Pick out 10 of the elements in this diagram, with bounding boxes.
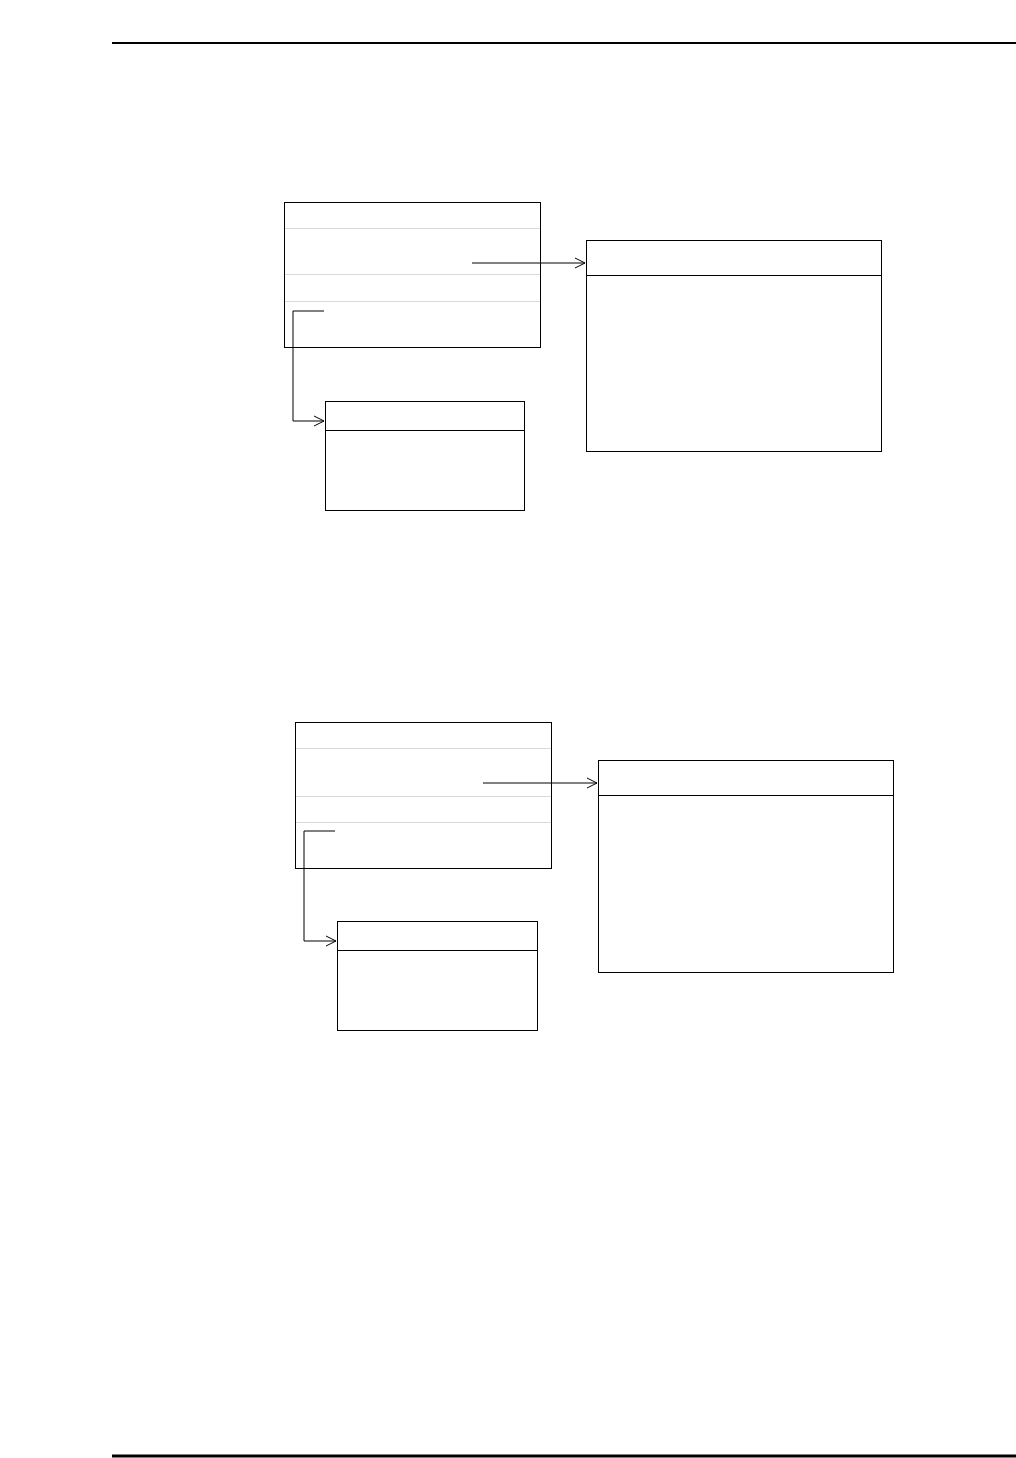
class-box <box>325 401 525 511</box>
class-box <box>586 240 882 452</box>
arrow <box>471 257 586 269</box>
arrow <box>303 830 337 947</box>
class-box <box>598 760 894 973</box>
table-box <box>284 202 541 348</box>
arrow <box>292 310 325 427</box>
arrow <box>482 777 598 789</box>
table-box <box>295 722 552 869</box>
class-box <box>337 921 538 1031</box>
